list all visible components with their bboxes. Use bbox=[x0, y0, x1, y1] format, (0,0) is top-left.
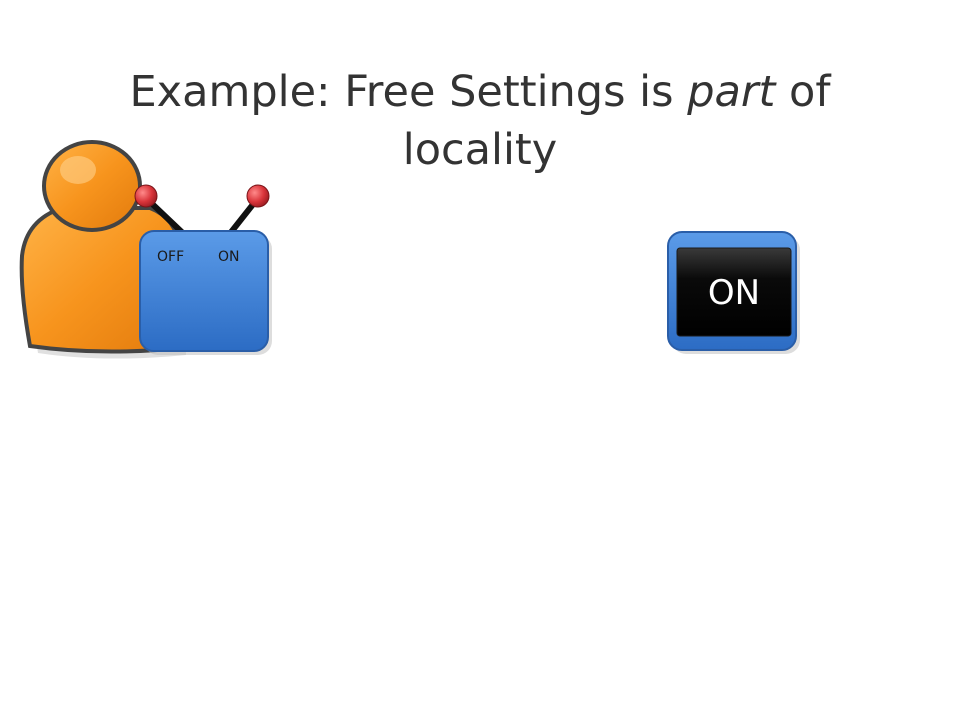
display-screen bbox=[676, 247, 792, 337]
person-head bbox=[42, 140, 142, 232]
left-switch-device bbox=[134, 184, 272, 355]
on-knob bbox=[246, 184, 270, 208]
title-text-before: Example: Free Settings is bbox=[129, 66, 688, 117]
title-emphasis: part bbox=[687, 66, 776, 117]
right-display-device bbox=[667, 231, 800, 354]
display-on-label: ON bbox=[707, 273, 761, 313]
left-switch-box bbox=[139, 230, 269, 352]
off-label: OFF bbox=[157, 249, 185, 265]
off-knob bbox=[134, 184, 158, 208]
slide-title: Example: Free Settings is part of locali… bbox=[90, 63, 870, 179]
on-label: ON bbox=[218, 249, 240, 265]
title-text-after: of locality bbox=[402, 66, 831, 175]
